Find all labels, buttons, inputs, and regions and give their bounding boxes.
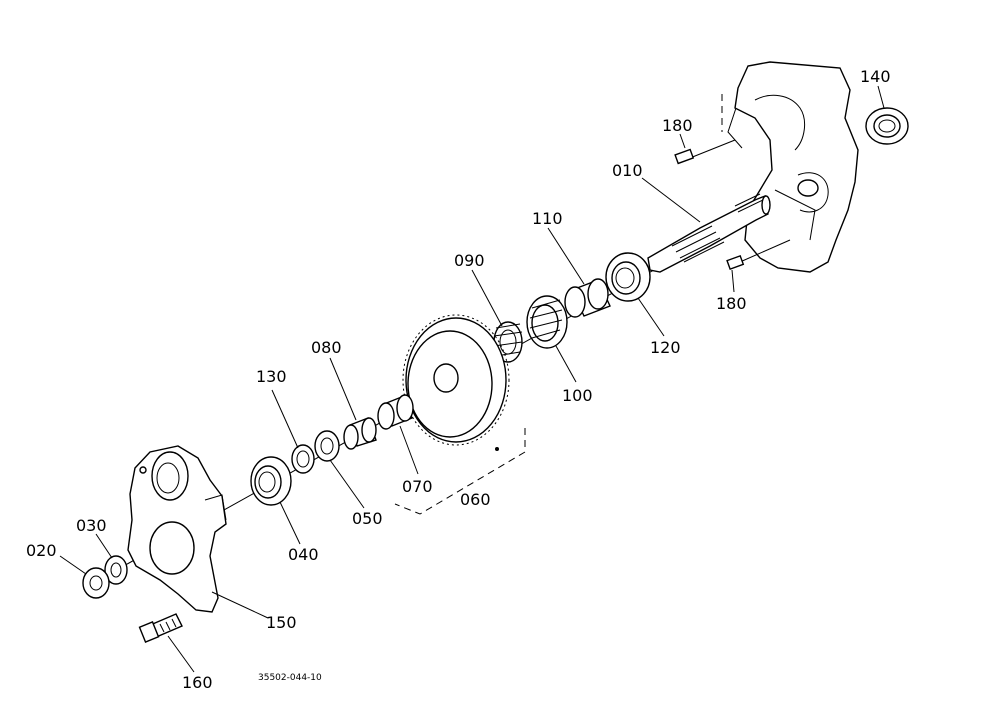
label-090: 090 bbox=[454, 251, 485, 270]
label-080: 080 bbox=[311, 338, 342, 357]
needle-bearing-100 bbox=[526, 295, 568, 349]
label-030: 030 bbox=[76, 516, 107, 535]
washer-130 bbox=[291, 444, 315, 474]
shaft-010 bbox=[647, 193, 771, 273]
label-140: 140 bbox=[860, 67, 891, 86]
label-150: 150 bbox=[266, 613, 297, 632]
diagram-code: 35502-044-10 bbox=[258, 673, 322, 683]
nut-020 bbox=[82, 567, 110, 599]
pin-180-upper bbox=[674, 139, 736, 165]
label-040: 040 bbox=[288, 545, 319, 564]
label-120: 120 bbox=[650, 338, 681, 357]
label-180-upper: 180 bbox=[662, 116, 693, 135]
label-010: 010 bbox=[612, 161, 643, 180]
bearing-120 bbox=[605, 252, 651, 302]
label-110: 110 bbox=[532, 209, 563, 228]
pin-180-lower bbox=[726, 239, 791, 270]
collar-080 bbox=[343, 417, 377, 450]
oil-seal-140 bbox=[865, 107, 909, 145]
transmission-housing bbox=[721, 61, 859, 273]
bearing-040 bbox=[250, 456, 292, 506]
label-130: 130 bbox=[256, 367, 287, 386]
washer-030 bbox=[104, 555, 128, 585]
assembly-060-bracket bbox=[394, 428, 526, 515]
label-160: 160 bbox=[182, 673, 213, 692]
collar-110 bbox=[564, 278, 611, 318]
label-050: 050 bbox=[352, 509, 383, 528]
label-060: 060 bbox=[460, 490, 491, 509]
label-180-lower: 180 bbox=[716, 294, 747, 313]
label-070: 070 bbox=[402, 477, 433, 496]
label-100: 100 bbox=[562, 386, 593, 405]
bushing-070 bbox=[377, 394, 414, 430]
washer-050 bbox=[314, 430, 340, 462]
gear-060 bbox=[402, 314, 510, 446]
bolt-160 bbox=[138, 613, 183, 643]
bracket-150 bbox=[127, 445, 227, 613]
label-020: 020 bbox=[26, 541, 57, 560]
